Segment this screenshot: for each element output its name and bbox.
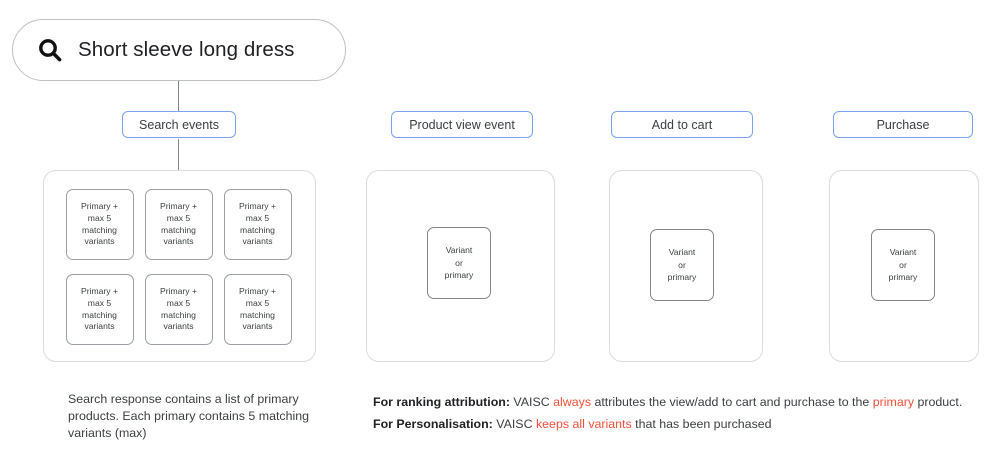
connector-label-to-card: [178, 139, 180, 170]
stage-label-add-to-cart[interactable]: Add to cart: [611, 111, 753, 138]
variant-or-primary-box: Variant or primary: [650, 229, 714, 301]
variant-or-primary-box: Variant or primary: [871, 229, 935, 301]
primary-cell: Primary + max 5 matching variants: [218, 274, 297, 345]
search-response-caption: Search response contains a list of prima…: [68, 392, 310, 441]
primary-cell: Primary + max 5 matching variants: [60, 274, 139, 345]
primary-cell: Primary + max 5 matching variants: [60, 189, 139, 260]
primary-product-box: Primary + max 5 matching variants: [144, 274, 213, 345]
primary-product-box: Primary + max 5 matching variants: [223, 274, 292, 345]
primary-product-box: Primary + max 5 matching variants: [65, 189, 134, 260]
search-bar[interactable]: Short sleeve long dress: [12, 19, 346, 81]
primary-cell: Primary + max 5 matching variants: [218, 189, 297, 260]
connector-search-to-label: [178, 81, 180, 111]
variant-or-primary-box: Variant or primary: [427, 227, 491, 299]
stage-label-search-events[interactable]: Search events: [122, 111, 236, 138]
search-icon: [35, 35, 65, 65]
primary-product-box: Primary + max 5 matching variants: [223, 189, 292, 260]
stage-label-purchase[interactable]: Purchase: [833, 111, 973, 138]
note-ranking-attribution: For ranking attribution: VAISC always at…: [373, 395, 963, 409]
primary-cell: Primary + max 5 matching variants: [139, 189, 218, 260]
attribution-notes: For ranking attribution: VAISC always at…: [373, 392, 988, 435]
primary-cell: Primary + max 5 matching variants: [139, 274, 218, 345]
primary-product-box: Primary + max 5 matching variants: [65, 274, 134, 345]
stage-label-product-view-event[interactable]: Product view event: [391, 111, 533, 138]
search-events-card: Primary + max 5 matching variants Primar…: [43, 170, 316, 362]
product-view-event-card: [366, 170, 555, 362]
note-personalisation: For Personalisation: VAISC keeps all var…: [373, 416, 772, 431]
search-query-text: Short sleeve long dress: [78, 38, 295, 61]
primary-product-box: Primary + max 5 matching variants: [144, 189, 213, 260]
primary-products-grid: Primary + max 5 matching variants Primar…: [60, 189, 297, 345]
